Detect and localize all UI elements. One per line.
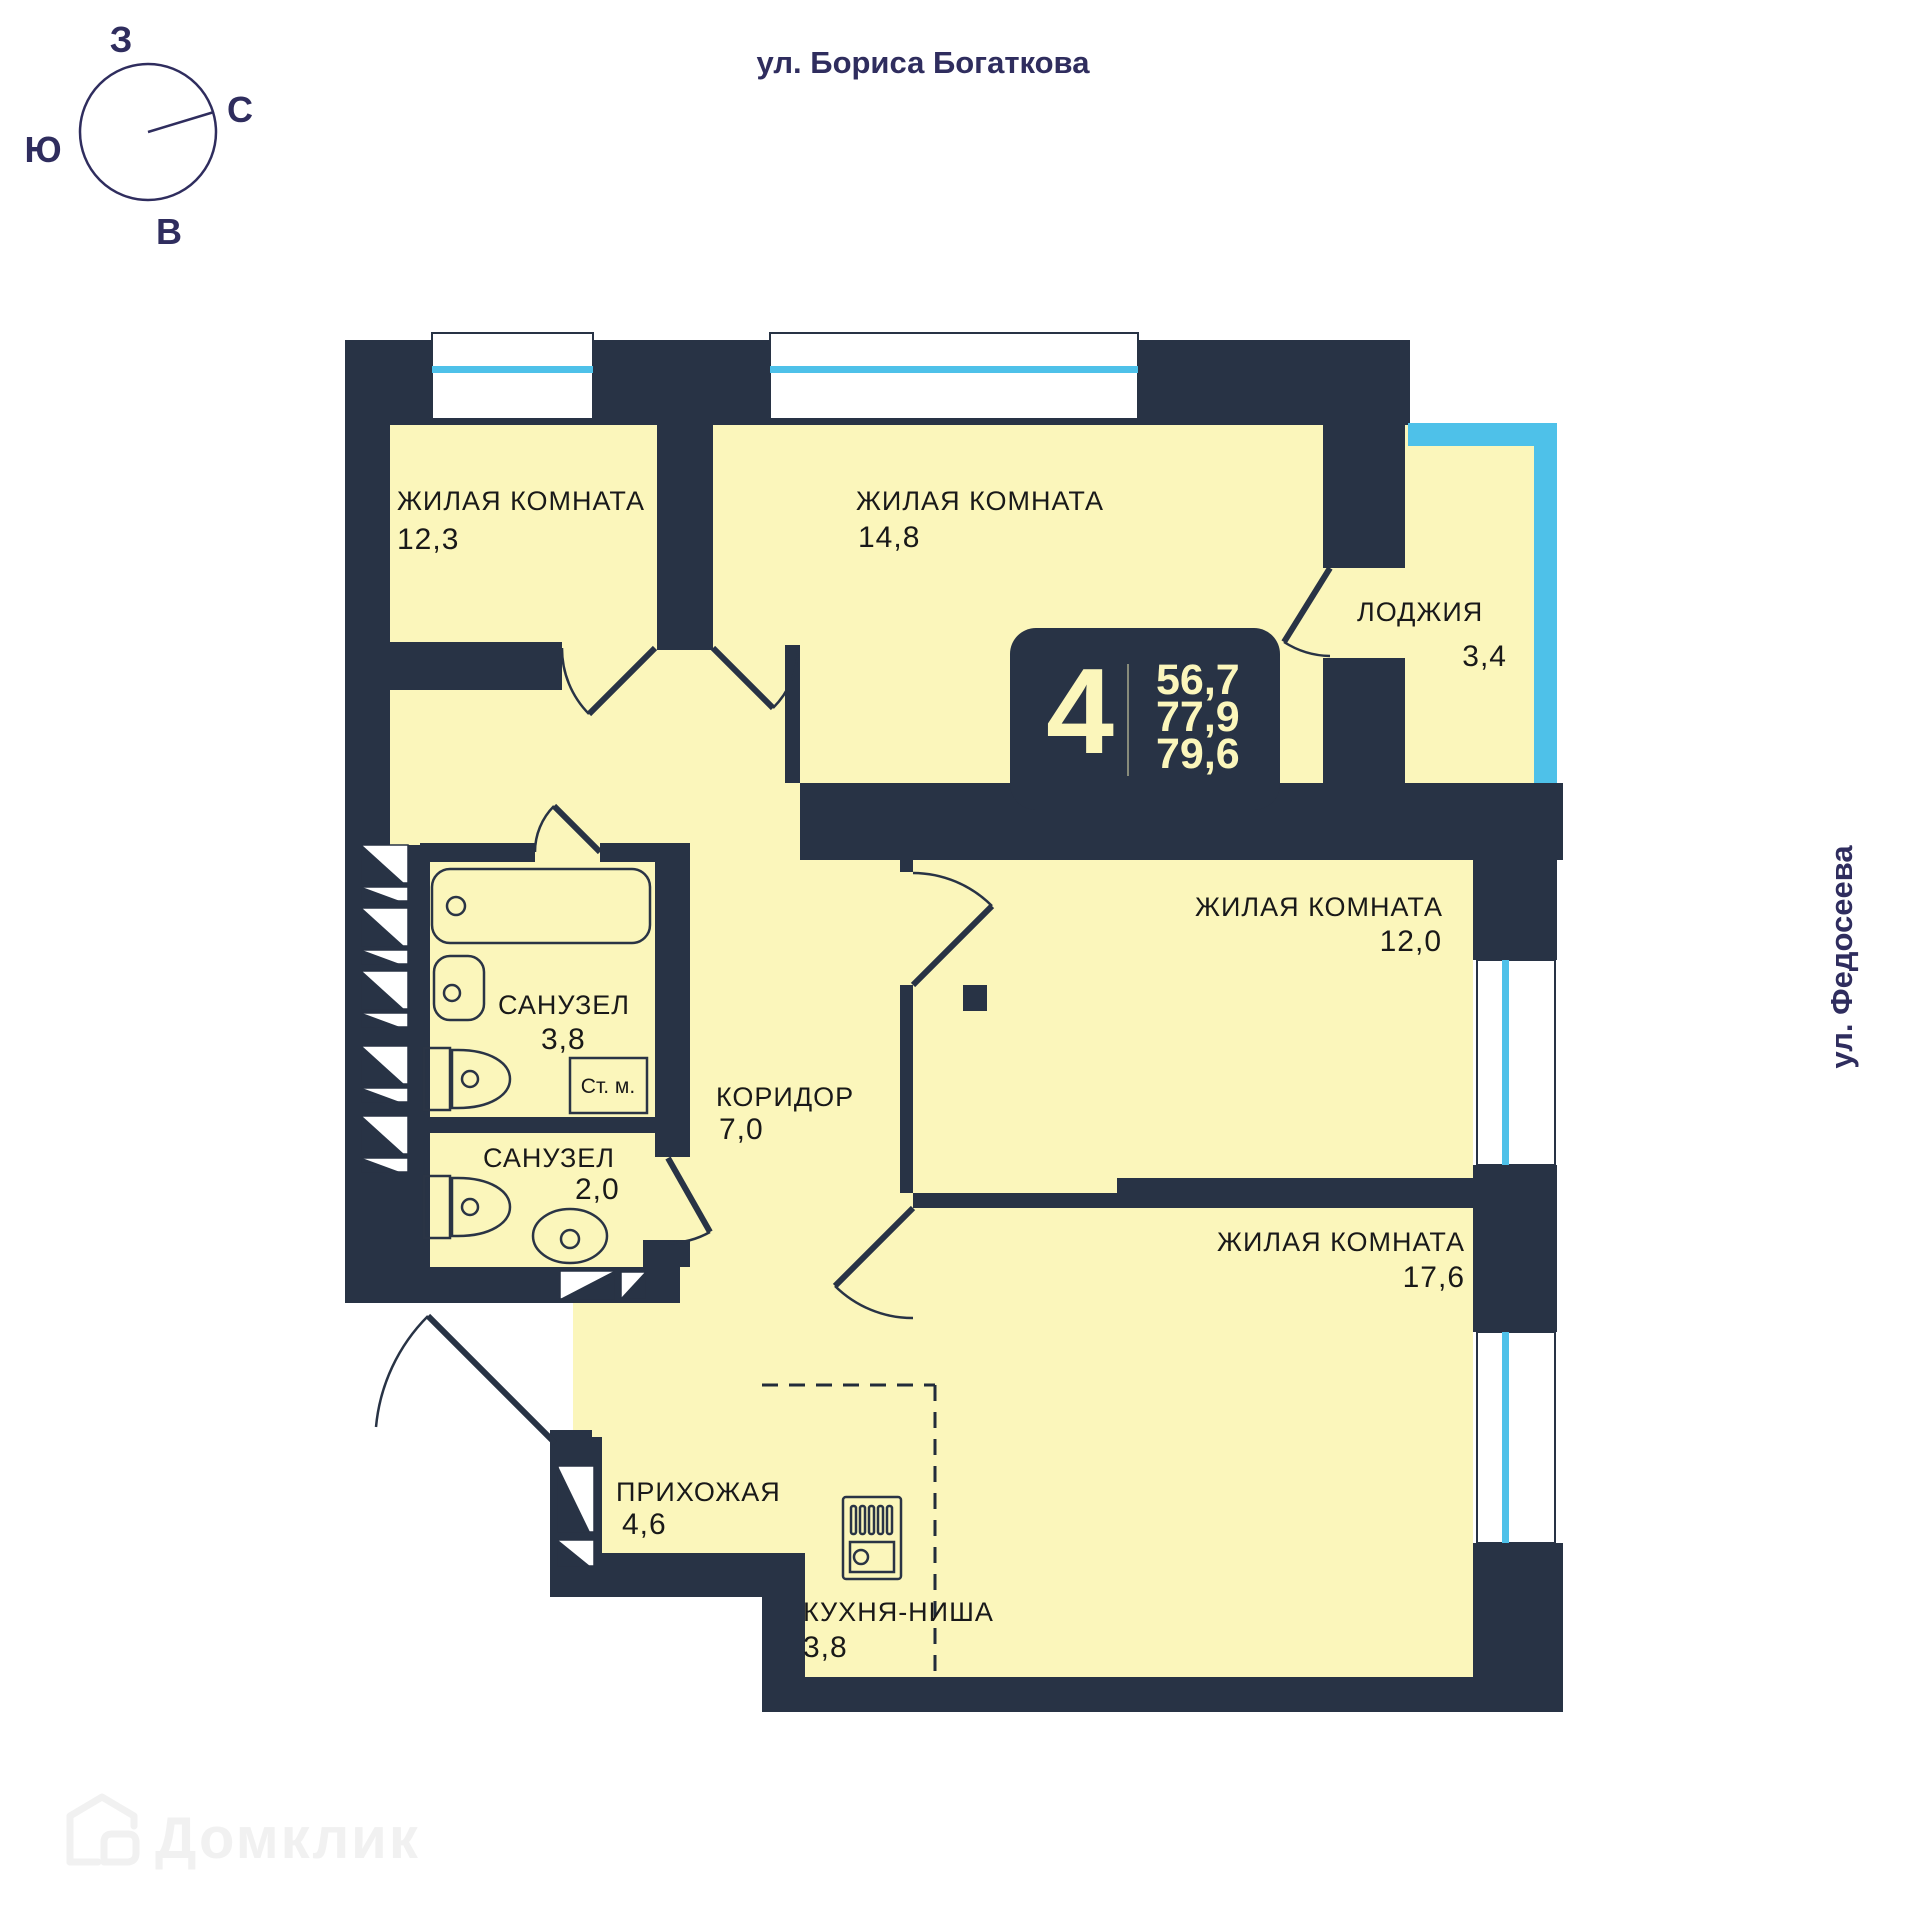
watermark: Домклик: [66, 1793, 420, 1871]
door-entrance: [374, 1313, 558, 1446]
sink-bathroom1: [432, 954, 486, 1022]
toilet-bathroom1: [422, 1046, 512, 1112]
door-bathroom2: [665, 1156, 713, 1245]
kitchen-area: 3,8: [803, 1631, 848, 1664]
outside-areas: [330, 1303, 762, 1783]
window-top-left: [431, 332, 594, 420]
door-room2: [710, 645, 800, 711]
room1-label: ЖИЛАЯ КОМНАТА: [397, 486, 645, 516]
info-badge: 4 56,7 77,9 79,6: [1010, 628, 1280, 810]
compass-east: В: [156, 211, 182, 252]
badge-area-living: 56,7: [1156, 656, 1240, 704]
sink-bathroom2: [531, 1207, 609, 1265]
stove: [841, 1495, 903, 1581]
room4-label: ЖИЛАЯ КОМНАТА: [1217, 1227, 1465, 1257]
toilet-bathroom2: [422, 1174, 512, 1240]
bathroom2-area: 2,0: [575, 1173, 620, 1206]
door-bathroom1: [533, 803, 603, 855]
hallway-area: 4,6: [622, 1508, 667, 1541]
compass: З С Ю В: [24, 19, 253, 252]
room2-label: ЖИЛАЯ КОМНАТА: [856, 486, 1104, 516]
bathroom2-label: САНУЗЕЛ: [483, 1143, 615, 1173]
kitchen-label: КУХНЯ-НИША: [803, 1597, 994, 1627]
door-room1: [560, 645, 658, 717]
badge-rooms-count: 4: [1046, 643, 1114, 779]
compass-west: З: [110, 19, 133, 60]
washing-machine: Ст. м.: [568, 1056, 649, 1115]
window-right-upper: [1476, 959, 1556, 1166]
door-room4: [832, 1205, 916, 1320]
bathroom1-label: САНУЗЕЛ: [498, 990, 630, 1020]
window-top-right: [769, 332, 1139, 420]
badge-area-total-with-balcony: 79,6: [1156, 730, 1240, 778]
room1-area: 12,3: [397, 523, 459, 556]
loggia-area: 3,4: [1462, 640, 1507, 673]
bathtub: [430, 867, 652, 945]
corridor-area: 7,0: [719, 1113, 764, 1146]
room-labels: ЖИЛАЯ КОМНАТА 12,3 ЖИЛАЯ КОМНАТА 14,8 ЛО…: [397, 486, 1507, 1664]
room4-area: 17,6: [1403, 1261, 1465, 1294]
corridor-label: КОРИДОР: [716, 1082, 854, 1112]
compass-circle: [78, 62, 218, 202]
room3-label: ЖИЛАЯ КОМНАТА: [1195, 892, 1443, 922]
compass-north: С: [227, 89, 253, 130]
loggia-label: ЛОДЖИЯ: [1357, 597, 1483, 627]
window-right-lower: [1476, 1331, 1556, 1544]
compass-needle: [147, 110, 215, 134]
door-loggia: [1281, 566, 1333, 658]
washing-machine-label: Ст. м.: [581, 1075, 635, 1098]
watermark-house-icon: [66, 1793, 140, 1866]
door-room3: [910, 871, 995, 988]
loggia-glazing: [1408, 423, 1557, 783]
bathroom1-area: 3,8: [541, 1023, 586, 1056]
watermark-text: Домклик: [155, 1806, 420, 1871]
room3-area: 12,0: [1380, 925, 1442, 958]
kitchen-niche-boundary: [762, 1383, 937, 1677]
hallway-label: ПРИХОЖАЯ: [616, 1477, 781, 1507]
vent-shafts: [361, 844, 646, 1567]
badge-area-total: 77,9: [1156, 693, 1240, 741]
street-top: ул. Бориса Богаткова: [757, 45, 1091, 80]
compass-south: Ю: [24, 129, 61, 170]
room2-area: 14,8: [858, 521, 920, 554]
street-right: ул. Федосеева: [1824, 845, 1859, 1069]
